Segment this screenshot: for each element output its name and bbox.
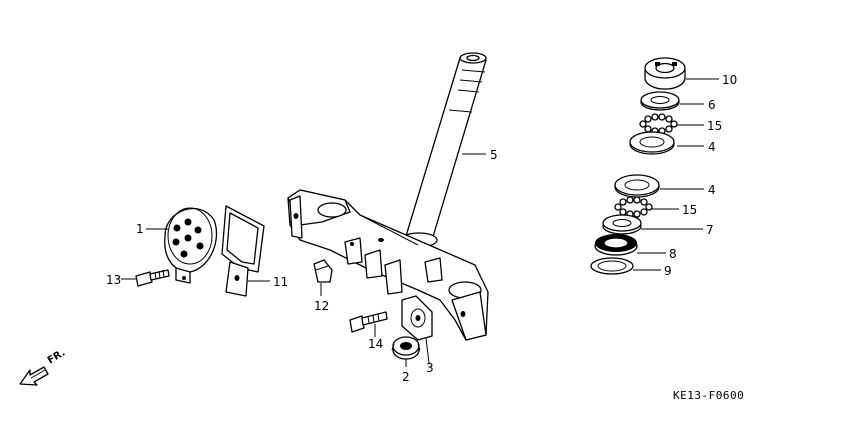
cover-part (164, 207, 218, 284)
leader-lines (121, 78, 719, 367)
lower-bearing-stack (590, 174, 660, 275)
callout-6: 6 (708, 98, 716, 112)
bolt-14-part (349, 311, 388, 333)
callout-labels: 1 2 3 4 4 5 6 7 8 9 10 11 12 13 14 15 15 (106, 73, 737, 384)
front-arrow-icon: FR. (19, 347, 68, 386)
callout-1: 1 (136, 222, 144, 236)
callout-8: 8 (669, 247, 677, 261)
callout-3: 3 (426, 361, 434, 375)
callout-15-upper: 15 (707, 119, 722, 133)
callout-13: 13 (106, 273, 121, 287)
direction-label: FR. (46, 347, 68, 366)
bracket-3-part (401, 295, 433, 341)
clip-part (313, 259, 333, 283)
callout-11: 11 (273, 275, 288, 289)
callout-9: 9 (664, 264, 672, 278)
callout-4-lower: 4 (708, 183, 716, 197)
callout-15-lower: 15 (682, 203, 697, 217)
upper-bearing-stack (629, 57, 686, 155)
callout-2: 2 (402, 370, 410, 384)
callout-7: 7 (706, 223, 714, 237)
diagram-code: KE13-F0600 (673, 389, 744, 402)
callout-12: 12 (314, 299, 329, 313)
stem-nut-2-part (391, 336, 421, 360)
steering-stem-assembly (287, 52, 489, 341)
callout-4-upper: 4 (708, 140, 716, 154)
callout-10: 10 (722, 73, 737, 87)
callout-5: 5 (490, 148, 498, 162)
callout-14: 14 (368, 337, 383, 351)
clamp-part (221, 205, 265, 297)
bolt-13-part (135, 269, 170, 287)
